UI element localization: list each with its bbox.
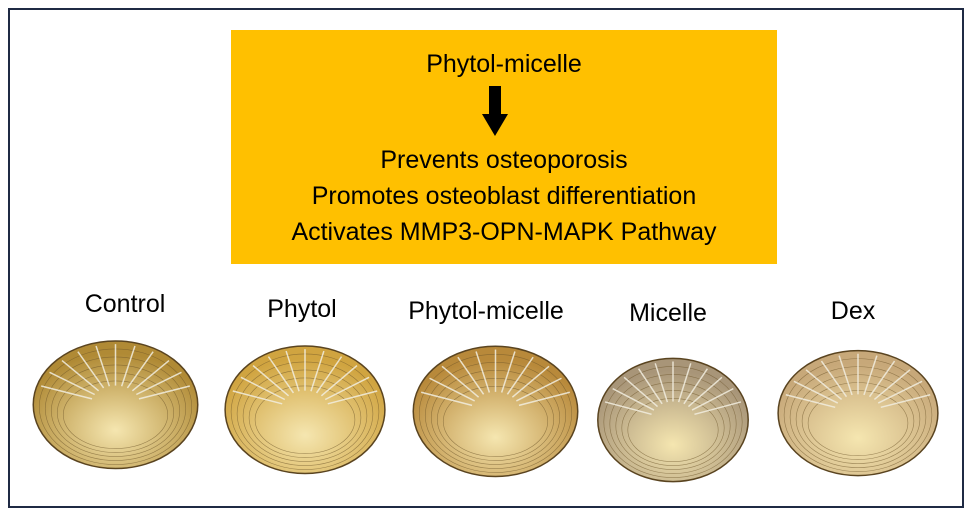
scale-image-phytol-micelle	[412, 345, 579, 478]
label-dex: Dex	[830, 297, 876, 325]
effect-3: Activates MMP3-OPN-MAPK Pathway	[291, 218, 717, 246]
summary-title: Phytol-micelle	[426, 50, 582, 78]
label-control: Control	[84, 290, 166, 318]
label-micelle: Micelle	[629, 299, 707, 327]
label-phytol: Phytol	[267, 295, 337, 323]
figure-frame	[8, 8, 964, 508]
scale-image-dex	[777, 349, 939, 477]
effect-2: Promotes osteoblast differentiation	[311, 182, 697, 210]
label-phytol-micelle: Phytol-micelle	[408, 297, 564, 325]
effect-1: Prevents osteoporosis	[380, 146, 628, 174]
scale-image-control	[32, 340, 199, 470]
down-arrow-icon	[482, 86, 508, 136]
scale-image-micelle	[597, 357, 749, 483]
scale-image-phytol	[224, 345, 386, 475]
summary-box: Phytol-micelle Prevents osteoporosis Pro…	[231, 30, 777, 264]
